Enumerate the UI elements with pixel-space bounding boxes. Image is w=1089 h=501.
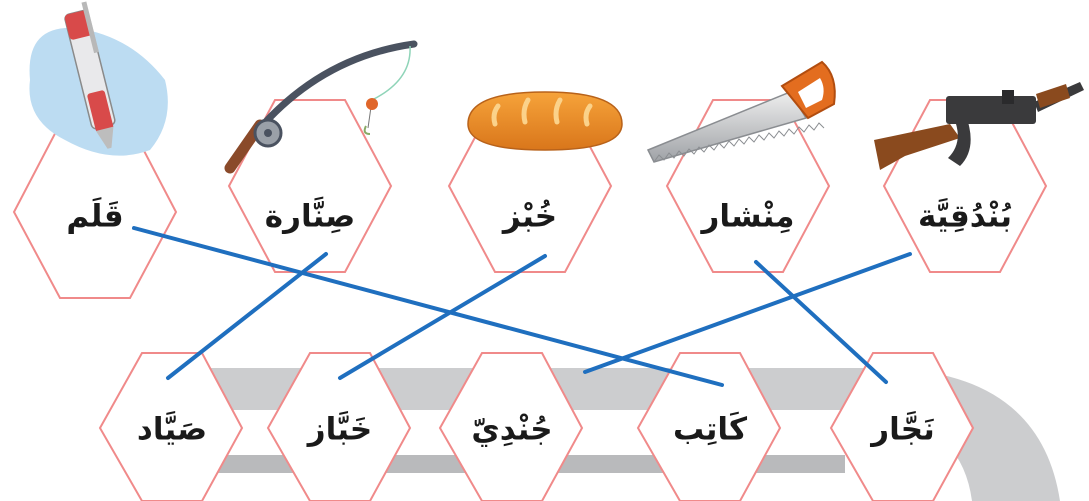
bottom-word-label: كَاتِب: [673, 411, 748, 447]
top-word-label: بُنْدُقِيَّة: [918, 197, 1012, 235]
bottom-word-katib[interactable]: كَاتِب: [636, 352, 782, 501]
bottom-word-sayyad[interactable]: صَيَّاد: [98, 352, 244, 501]
hex-frame: [266, 352, 412, 501]
hex-frame: [438, 352, 584, 501]
bottom-word-najjar[interactable]: نَجَّار: [829, 352, 975, 501]
hex-frame: [636, 352, 782, 501]
top-word-label: صِنَّارة: [265, 195, 355, 234]
top-word-label: قَلَم: [66, 197, 123, 235]
connector-qalam-katib: [132, 226, 724, 387]
rifle-icon: [874, 82, 1084, 170]
connector-minshar-najjar: [754, 260, 888, 384]
fishing-rod-icon: [224, 40, 418, 174]
bottom-word-jundi[interactable]: جُنْدِيّ: [438, 352, 584, 501]
top-word-label: خُبْز: [501, 199, 557, 235]
connector-sinnara-sayyad: [166, 252, 328, 380]
saw-icon: [646, 60, 836, 163]
pen-icon: [29, 1, 168, 156]
bread-icon: [467, 91, 623, 151]
top-word-qalam[interactable]: قَلَم: [12, 123, 178, 299]
connector-lines: [132, 226, 912, 387]
bottom-word-label: صَيَّاد: [137, 410, 207, 448]
connector-bunduqiyya-jundi: [583, 252, 912, 374]
top-word-label: مِنْشار: [700, 199, 795, 235]
connector-khubz-khabbaz: [338, 254, 547, 380]
bottom-word-label: جُنْدِيّ: [471, 412, 552, 448]
bottom-word-label: نَجَّار: [869, 410, 934, 448]
bottom-word-label: خَبَّاز: [306, 410, 372, 448]
hex-frame: [829, 352, 975, 501]
bottom-word-khabbaz[interactable]: خَبَّاز: [266, 352, 412, 501]
